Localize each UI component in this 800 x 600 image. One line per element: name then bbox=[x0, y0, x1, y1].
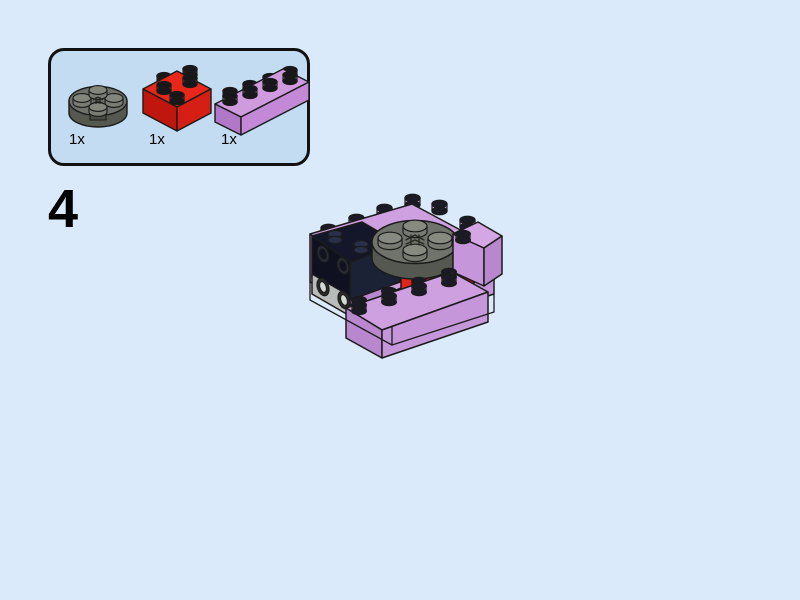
assembly-svg bbox=[309, 193, 503, 359]
snot-brick-side-studs bbox=[316, 245, 350, 275]
round-plate-2x2-icon bbox=[68, 85, 128, 128]
assembly-illustration bbox=[288, 182, 528, 407]
step-number: 4 bbox=[48, 179, 79, 239]
part-quantity-label: 1x bbox=[149, 131, 165, 148]
parts-callout-box: 1x bbox=[48, 48, 310, 166]
part-slot-brick-2x2: 1x bbox=[139, 51, 212, 163]
part-slot-brick-1x4: 1x bbox=[211, 51, 311, 163]
gray-side-element bbox=[311, 273, 351, 317]
part-quantity-label: 1x bbox=[69, 131, 85, 148]
part-slot-round-plate-2x2: 1x bbox=[59, 51, 137, 163]
purple-brick-right bbox=[431, 199, 503, 287]
purple-brick-1x4-front bbox=[345, 267, 489, 359]
part-quantity-label: 1x bbox=[221, 131, 237, 148]
base-plate-bottom-edge bbox=[309, 281, 495, 346]
brick-2x2-icon bbox=[142, 64, 212, 132]
gray-round-plate-2x2-in-model bbox=[371, 219, 459, 280]
brick-1x4-icon bbox=[214, 65, 310, 136]
